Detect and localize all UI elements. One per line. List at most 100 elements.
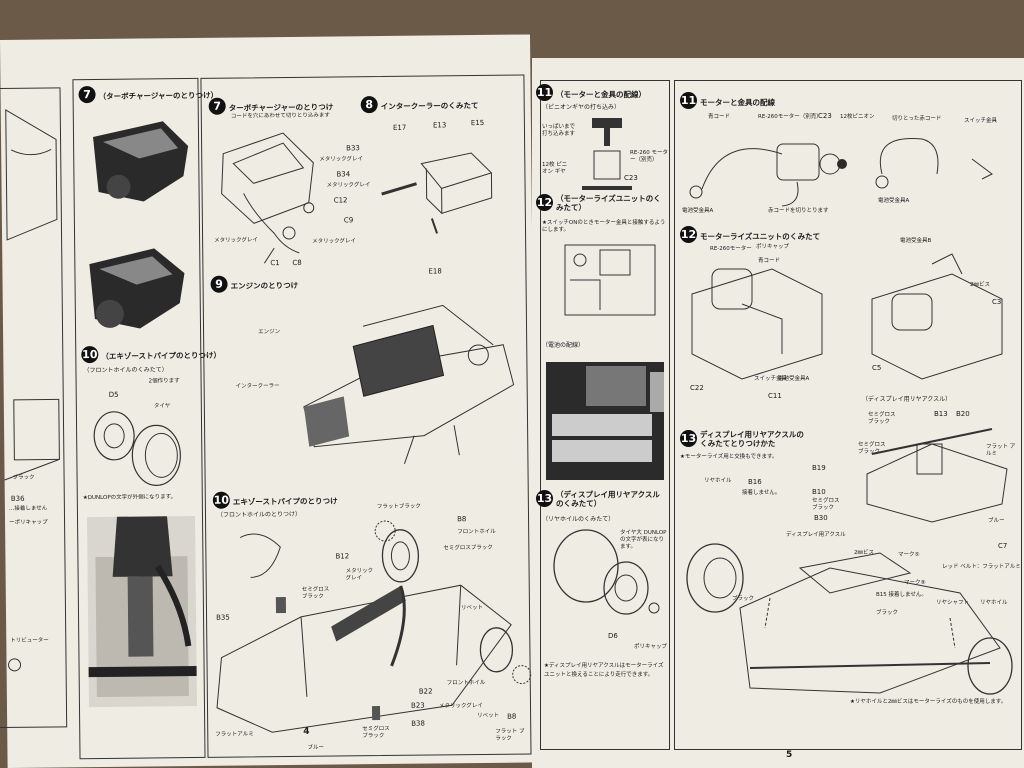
rivet-label-2: リベット [477, 712, 500, 720]
mark-5: マーク⑤ [898, 552, 920, 558]
rear-shaft-label: リヤシャフト [936, 600, 970, 606]
flat-alu-label: フラットアルミ [215, 731, 254, 738]
part-e18: E18 [428, 267, 442, 276]
part-b16: B16 [748, 478, 762, 486]
battery-plate-b: 電池受金具B [900, 238, 932, 244]
part-d5: D5 [108, 390, 119, 399]
make-two-note: 2個作ります [148, 378, 180, 385]
blue-cord-2: 青コード [758, 258, 781, 264]
strip-b36: B36 [10, 494, 25, 503]
step-title: エキゾーストパイプのとりつけ [232, 496, 338, 507]
poly-cap-d: ポリキャップ [756, 244, 790, 250]
flat-black-label: フラットブラック [376, 503, 421, 511]
switch-plate-label: スイッチ金具 [964, 118, 998, 124]
two-mm-screw: 2㎜ビス [970, 282, 990, 288]
rear-axle-drawing [866, 428, 1008, 523]
col-c-frame [540, 80, 670, 750]
step-badge: 7 [208, 97, 226, 115]
part-c12: C12 [333, 196, 348, 205]
part-b30: B30 [814, 514, 828, 522]
intercooler-drawing [381, 152, 493, 234]
mark-9: マーク⑨ [904, 580, 926, 586]
b33-color: メタリックグレイ [319, 156, 364, 163]
display-note: ★ディスプレイ用リヤアクスルはモーターライズユニットと換えることにより走行できま… [544, 663, 664, 678]
dunlop-note: ★DUNLOPの文字が外側になります。 [82, 494, 177, 502]
black-d2: ブラック [876, 610, 899, 616]
turbo-photo-2 [89, 248, 185, 329]
turbo-assembly-drawing [221, 132, 315, 264]
semi-gloss-black-d3: セミグロス ブラック [812, 498, 840, 511]
pinion12-label: 12枚 ピニオン ギヤ [542, 162, 568, 175]
part-b13: B13 [934, 410, 948, 418]
cut-red-label: 切りとった赤コード [892, 116, 942, 122]
step-badge: 10 [81, 345, 99, 364]
rear-wheel-drawing [553, 529, 660, 615]
part-c7: C7 [998, 542, 1008, 550]
chassis-photo-art [88, 516, 197, 698]
col-c-step13-heading: 13（ディスプレイ用リヤアクスルのくみたて） [536, 488, 666, 508]
battery-plate-a: 電池受金具A [682, 208, 714, 214]
part-b23: B23 [410, 701, 425, 710]
rear-wheel-label: リヤホイル [704, 478, 732, 484]
col-c-step12-heading: 12（モーターライズユニットのくみたて） [536, 192, 666, 212]
b15-label: B15 接着しません。 [876, 592, 927, 598]
part-b22: B22 [418, 687, 433, 696]
page-number-right: 5 [786, 750, 793, 760]
strip-black: ブラック [12, 474, 35, 481]
battery-wiring-title: （電池の配線） [542, 342, 585, 349]
poly-cap-c: ポリキャップ [634, 644, 668, 650]
step-badge: 13 [536, 490, 553, 507]
part-c5: C5 [872, 364, 882, 372]
step-title: エンジンのとりつけ [230, 280, 299, 291]
blue-cord-label: 青コード [708, 114, 731, 120]
display-rear-axle-title: （ディスプレイ用リヤアクスル） [862, 396, 952, 403]
front-wheel-drawing [93, 411, 181, 486]
step-title: ディスプレイ用リヤアクスルの くみたてとりつけかた [700, 429, 804, 448]
strip-poly-cap: ーポリキャップ [9, 519, 48, 526]
two-mm-screw-2: 2㎜ビス [854, 550, 874, 556]
red-cord-cut: 赤コードを切りとります [768, 208, 829, 214]
motor-wiring-drawing [689, 137, 993, 207]
semi-gloss-black-3: セミグロス ブラック [362, 725, 390, 740]
step-title: モーターと金具の配線 [700, 98, 775, 107]
part-c8: C8 [292, 258, 302, 267]
blue-d: ブルー [988, 518, 1005, 524]
step-badge: 11 [680, 92, 697, 109]
step-badge: 12 [680, 226, 697, 243]
step13-note: ★モーターライズ用と交換もできます。 [680, 454, 778, 460]
col-c-step11-sub: （ピニオンギヤの打ち込み） [542, 104, 621, 111]
semi-gloss-black-d1: セミグロス ブラック [868, 412, 896, 425]
strip-distributor: トリビューター [10, 637, 49, 644]
step-badge: 9 [210, 275, 228, 293]
col-c-step13-sub: （リヤホイルのくみたて） [542, 516, 615, 523]
exhaust-front-wheel-drawing [216, 520, 532, 733]
c9-color: メタリックグレイ [312, 238, 356, 245]
switch-note: ★スイッチONのときモーター金具と接触するようにします。 [542, 220, 666, 233]
part-c11: C11 [768, 392, 782, 400]
step-title: インタークーラーのくみたて [380, 100, 479, 112]
battery-plate-a-3: 電池受金具A [778, 376, 810, 382]
part-b33: B33 [346, 144, 360, 153]
part-c22: C22 [690, 384, 704, 392]
step7-note: コードを穴にあわせて切りとり込みます [230, 112, 330, 120]
part-c23-c: C23 [624, 174, 638, 182]
rear-axle-assembly-drawing [686, 543, 1013, 695]
front-wheel-label-2: フロントホイル [446, 679, 486, 687]
step-title: （モーターライズユニットのくみたて） [556, 193, 661, 212]
left-sheet: B36 ブラック …接着しません ーポリキャップ トリビューター 7（ターボチャ… [0, 34, 538, 768]
motor-unit-sketch [564, 244, 656, 316]
semi-gloss-black-d2: セミグロス ブラック [858, 442, 886, 455]
strip-no-glue: …接着しません [8, 505, 48, 512]
part-b20: B20 [956, 410, 970, 418]
flat-alu-d: フラット アルミ [986, 444, 1016, 457]
part-b34: B34 [336, 170, 351, 179]
re260-opt-label: RE-260モーター（別売） [758, 114, 822, 120]
b16-no-glue: 接着しません。 [742, 490, 781, 496]
switch-plate-2: スイッチ金具 [754, 376, 788, 382]
black-d: ブラック [732, 596, 755, 602]
red-belt-label: レッド ベルト：フラットアルミ [942, 564, 1021, 570]
col-d-frame [674, 80, 1022, 750]
